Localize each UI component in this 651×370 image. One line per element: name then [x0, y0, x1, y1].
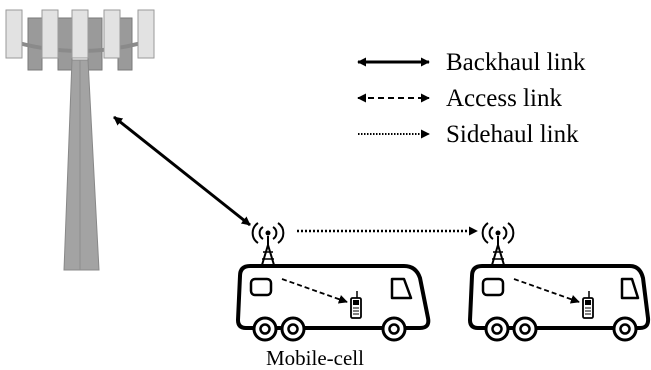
access-link-arrow: [513, 278, 580, 304]
legend: Backhaul link Access link Sidehaul link: [357, 49, 586, 148]
legend-backhaul-label: Backhaul link: [446, 49, 586, 76]
legend-sidehaul-label: Sidehaul link: [446, 121, 579, 148]
mobile-phone-icon: [582, 291, 594, 319]
antenna-icon: [251, 222, 285, 266]
bus-icon: [236, 222, 431, 342]
antenna-icon: [481, 222, 515, 266]
cell-tower-icon: [5, 9, 155, 271]
backhaul-link-arrow: [113, 115, 251, 227]
legend-access-label: Access link: [446, 85, 562, 112]
access-link-arrow: [281, 278, 348, 304]
mobile-phone-icon: [350, 291, 362, 319]
mobile-cell-caption: Mobile-cell: [266, 346, 364, 370]
bus-icon: [468, 222, 651, 342]
